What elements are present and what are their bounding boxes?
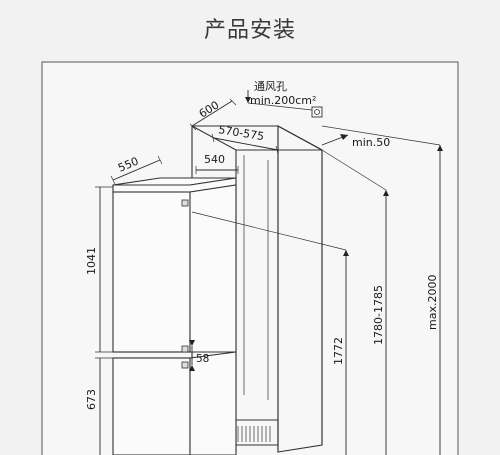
vent-hole-icon <box>311 106 323 118</box>
vent-area-label: min.200cm² <box>250 94 316 107</box>
dim-inner-width <box>211 133 279 155</box>
dim-top-gap <box>321 134 349 146</box>
dim-appliance-height <box>343 250 349 455</box>
dim-540-label: 540 <box>204 153 225 166</box>
dim-1780-1785-label: 1780-1785 <box>372 285 385 345</box>
dim-appliance-width <box>195 166 239 174</box>
vent-label: 通风孔 <box>254 80 287 93</box>
dim-door-gap <box>189 340 195 371</box>
dim-vent-leader <box>245 90 313 111</box>
dim-cabinet-depth <box>189 98 237 131</box>
dim-upper-door <box>95 186 113 353</box>
dim-max2000-label: max.2000 <box>426 275 439 330</box>
page-title: 产品安装 <box>203 18 296 43</box>
diagram-frame <box>41 61 459 455</box>
appliance <box>112 177 237 455</box>
dim-1041-label: 1041 <box>85 247 98 275</box>
dim-min50-label: min.50 <box>352 136 390 149</box>
dim-niche-height <box>383 190 389 455</box>
dim-max-height <box>437 145 443 455</box>
dim-appliance-depth <box>110 155 163 185</box>
dim-lower-door <box>95 357 113 455</box>
dim-1772-label: 1772 <box>332 337 345 365</box>
dim-673-label: 673 <box>85 389 98 410</box>
dim-58-label: 58 <box>196 353 209 365</box>
vent-grille <box>237 426 271 442</box>
